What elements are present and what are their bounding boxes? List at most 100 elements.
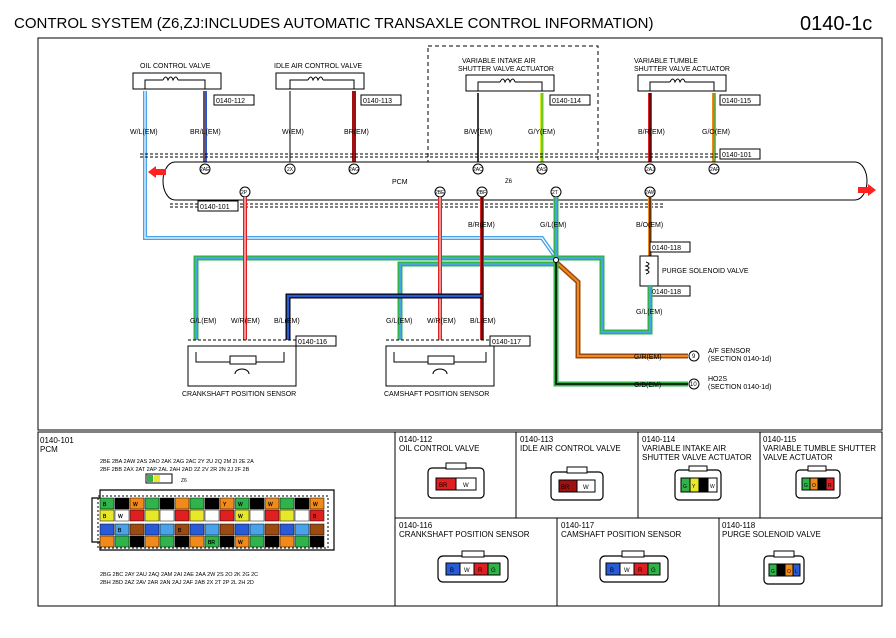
- oil-control-valve: OIL CONTROL VALVE: [132, 63, 222, 90]
- panel-pcm: 0140-101 PCM 2BE 2BA 2AW 2AS 2AO 2AK 2AG…: [40, 436, 335, 586]
- svg-text:2BE: 2BE: [435, 190, 445, 196]
- ho2s-section: (SECTION 0140-1d): [708, 384, 771, 391]
- svg-text:IDLE AIR CONTROL VALVE: IDLE AIR CONTROL VALVE: [520, 444, 621, 453]
- crankshaft-position-sensor: 0140-116 CRANKSHAFT POSITION SENSOR: [182, 335, 337, 398]
- pcm-pin-label: W: [238, 514, 243, 520]
- pcm-module: PCM Z6: [162, 161, 868, 201]
- pcm-z6-tag: Z6: [505, 179, 513, 185]
- panel-117: 0140-117 CAMSHAFT POSITION SENSOR B W R …: [561, 521, 682, 583]
- pcm-pin: [249, 497, 265, 510]
- svg-text:G: G: [651, 568, 656, 574]
- svg-text:W: W: [583, 485, 589, 491]
- purge-solenoid-label: PURGE SOLENOID VALVE: [662, 268, 749, 275]
- svg-text:O: O: [787, 569, 791, 575]
- svg-text:B: B: [701, 484, 705, 490]
- pcm-pin-label: B: [103, 502, 107, 508]
- idle-air-control-valve-label: IDLE AIR CONTROL VALVE: [274, 63, 363, 70]
- wire-label-w: W(EM): [282, 129, 304, 136]
- svg-text:2BF 2BB 2AX 2AT 2AP 2AL 2AH 2A: 2BF 2BB 2AX 2AT 2AP 2AL 2AH 2AD 2Z 2V 2R…: [100, 467, 250, 473]
- pcm-terminals-top: 2AE 2X 2AG 2AC 2AS 2AJ 2AF: [199, 163, 720, 175]
- pcm-pin: [159, 497, 175, 510]
- pcm-pin: [114, 523, 130, 536]
- wire-label-gy: G/Y(EM): [528, 129, 555, 136]
- svg-text:W: W: [624, 568, 630, 574]
- vts-label-1: VARIABLE TUMBLE: [634, 58, 698, 65]
- pcm-pin: [159, 535, 175, 548]
- page-code: 0140-1c: [800, 13, 872, 35]
- pcm-pin: [294, 497, 310, 510]
- svg-text:2AS: 2AS: [537, 167, 547, 173]
- pcm-pin: [279, 509, 295, 522]
- arrow-right-icon: [858, 184, 876, 196]
- connector-ref-118-bottom: 0140-118: [649, 285, 691, 297]
- svg-text:0140-117: 0140-117: [561, 521, 595, 530]
- connector-ref-118-top: 0140-118: [649, 241, 691, 253]
- pcm-pin-label: SW: [178, 540, 186, 546]
- svg-text:0140-118: 0140-118: [722, 521, 756, 530]
- vts-label-2: SHUTTER VALVE ACTUATOR: [634, 66, 730, 73]
- svg-text:G: G: [771, 569, 775, 575]
- pcm-pin: [204, 523, 220, 536]
- idle-air-control-valve: IDLE AIR CONTROL VALVE: [274, 63, 365, 90]
- pcm-pin: [129, 509, 145, 522]
- svg-text:Z6: Z6: [181, 478, 187, 484]
- svg-text:2AG: 2AG: [349, 167, 359, 173]
- pcm-pin: [144, 497, 160, 510]
- svg-text:W: W: [463, 483, 469, 489]
- wire-label-br: BR(EM): [344, 129, 369, 136]
- pcm-pin: [174, 497, 190, 510]
- pcm-pin: [204, 497, 220, 510]
- wire-label-gr: G/R(EM): [634, 354, 662, 361]
- svg-text:0140-115: 0140-115: [763, 435, 797, 444]
- pcm-pin: [114, 535, 130, 548]
- arrow-left-icon: [148, 166, 166, 178]
- panel-113: 0140-113 IDLE AIR CONTROL VALVE BR W: [520, 435, 621, 501]
- pcm-pin: [189, 509, 205, 522]
- pcm-pin: [129, 535, 145, 548]
- svg-text:2P: 2P: [241, 190, 248, 196]
- pcm-pin-label: W: [133, 502, 138, 508]
- svg-text:CAMSHAFT POSITION SENSOR: CAMSHAFT POSITION SENSOR: [561, 530, 682, 539]
- schematic-frame: [37, 37, 883, 431]
- svg-text:B: B: [450, 568, 454, 574]
- svg-text:0140-117: 0140-117: [492, 339, 521, 346]
- purge-solenoid-valve: 0140-118 PURGE SOLENOID VALVE 0140-118: [639, 241, 749, 297]
- wire-label-bl-crank: B/L(EM): [274, 318, 300, 325]
- svg-text:2X: 2X: [287, 167, 294, 173]
- pcm-pin: [279, 497, 295, 510]
- connector-ref-113: 0140-113: [360, 94, 402, 106]
- wire-label-wr-cam: W/R(EM): [427, 318, 456, 325]
- svg-text:0140-113: 0140-113: [520, 435, 554, 444]
- pcm-pin: [219, 523, 235, 536]
- af-sensor-label: A/F SENSOR: [708, 348, 750, 355]
- pcm-pin: [159, 523, 175, 536]
- pcm-pin: [114, 509, 130, 522]
- svg-text:G: G: [491, 568, 496, 574]
- connector-ref-114: 0140-114: [549, 94, 591, 106]
- svg-text:2BF: 2BF: [477, 190, 486, 196]
- svg-text:BR: BR: [561, 485, 570, 491]
- panel-118: 0140-118 PURGE SOLENOID VALVE G B O L: [722, 521, 821, 585]
- pcm-pin: [144, 523, 160, 536]
- svg-text:0140-101: 0140-101: [200, 204, 230, 211]
- connector-ref-116: 0140-116: [295, 335, 337, 347]
- svg-text:R: R: [828, 483, 832, 489]
- pcm-pin: [114, 497, 130, 510]
- svg-text:0140-101: 0140-101: [40, 436, 74, 445]
- svg-text:0140-113: 0140-113: [363, 98, 392, 105]
- pcm-pin-label: B: [178, 528, 182, 534]
- oil-control-valve-label: OIL CONTROL VALVE: [140, 63, 211, 70]
- pcm-pin: [219, 509, 235, 522]
- vis-label-1: VARIABLE INTAKE AIR: [462, 58, 536, 65]
- pcm-pin: [309, 497, 325, 510]
- wire-label-br2: B/R(EM): [638, 129, 665, 136]
- svg-text:VALVE ACTUATOR: VALVE ACTUATOR: [763, 453, 833, 462]
- ho2s-terminal: 10: [690, 382, 697, 388]
- pcm-pin: [309, 535, 325, 548]
- svg-text:0140-114: 0140-114: [552, 98, 581, 105]
- svg-text:2AE: 2AE: [200, 167, 210, 173]
- svg-text:VARIABLE INTAKE AIR: VARIABLE INTAKE AIR: [642, 444, 726, 453]
- svg-text:VARIABLE TUMBLE SHUTTER: VARIABLE TUMBLE SHUTTER: [763, 444, 876, 453]
- pcm-pin: [99, 509, 115, 522]
- connector-ref-101-top: 0140-101: [719, 148, 761, 160]
